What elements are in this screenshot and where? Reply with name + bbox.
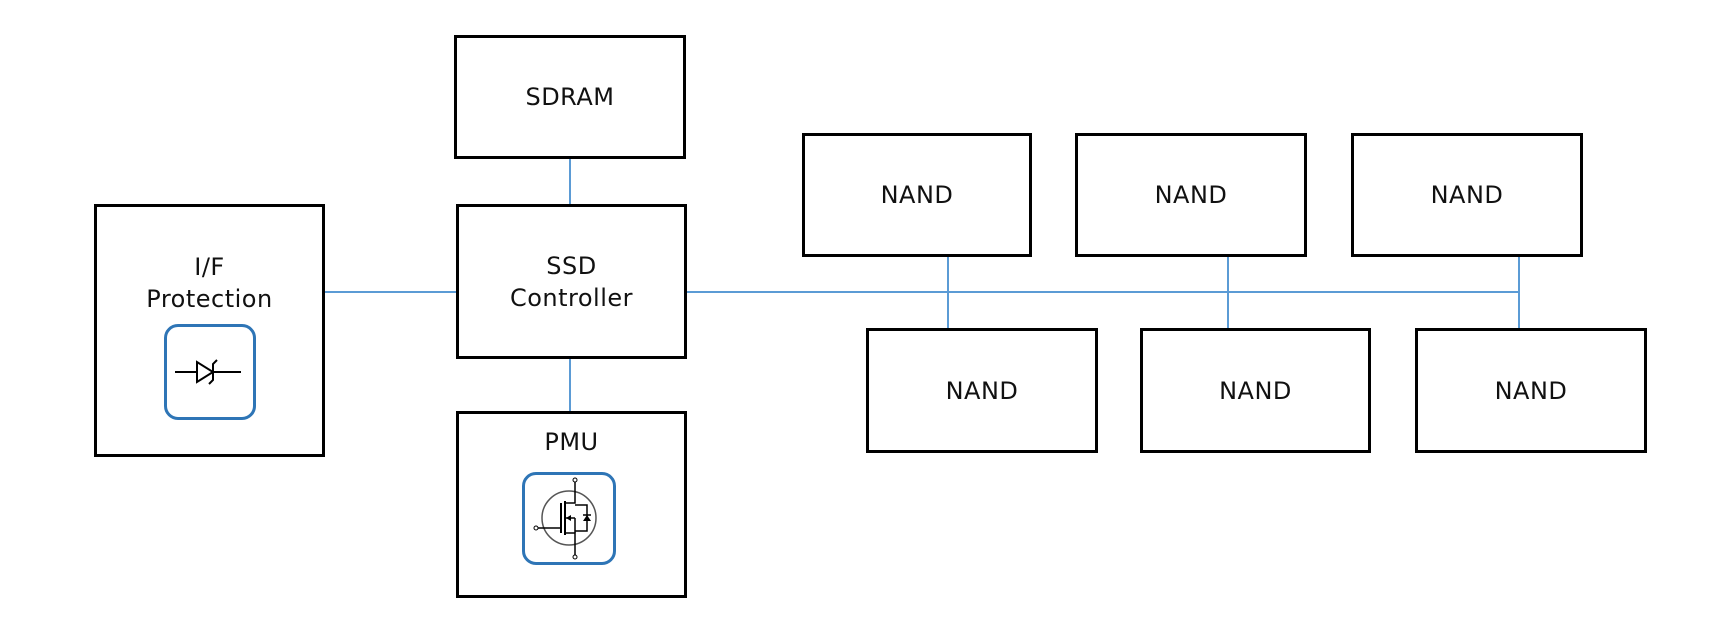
nand-block-5: NAND bbox=[1140, 328, 1371, 453]
mosfet-icon bbox=[533, 477, 597, 560]
nand-label: NAND bbox=[1430, 181, 1504, 209]
interface-protection-label-line-2: Protection bbox=[146, 285, 273, 313]
pmu-block: PMU bbox=[456, 411, 687, 598]
connector-sdram-controller bbox=[569, 158, 571, 206]
nand-label: NAND bbox=[1154, 181, 1228, 209]
mosfet-icon-frame bbox=[522, 472, 616, 565]
sdram-label: SDRAM bbox=[525, 83, 615, 111]
connector-nand-pair-2 bbox=[1227, 255, 1229, 329]
nand-label: NAND bbox=[1494, 376, 1568, 405]
nand-bus bbox=[686, 291, 1520, 293]
connector-controller-pmu bbox=[569, 358, 571, 412]
tvs-diode-icon bbox=[175, 359, 241, 385]
nand-label: NAND bbox=[1219, 376, 1292, 405]
sdram-block: SDRAM bbox=[454, 35, 686, 159]
ssd-controller-block: SSD Controller bbox=[456, 204, 687, 359]
nand-block-6: NAND bbox=[1415, 328, 1647, 453]
nand-label: NAND bbox=[880, 181, 954, 209]
pmu-label: PMU bbox=[544, 428, 599, 456]
interface-protection-label-line-1: I/F bbox=[194, 253, 225, 281]
ssd-controller-label-line-1: SSD bbox=[546, 252, 597, 280]
connector-protection-controller bbox=[324, 291, 456, 293]
nand-block-4: NAND bbox=[866, 328, 1098, 453]
connector-nand-pair-1 bbox=[947, 255, 949, 329]
interface-protection-block: I/F Protection bbox=[94, 204, 325, 457]
tvs-diode-icon-frame bbox=[164, 324, 256, 420]
nand-block-2: NAND bbox=[1075, 133, 1307, 257]
connector-nand-pair-3 bbox=[1518, 255, 1520, 329]
nand-label: NAND bbox=[945, 376, 1019, 405]
nand-block-3: NAND bbox=[1351, 133, 1583, 257]
nand-block-1: NAND bbox=[802, 133, 1032, 257]
ssd-controller-label-line-2: Controller bbox=[509, 284, 634, 312]
